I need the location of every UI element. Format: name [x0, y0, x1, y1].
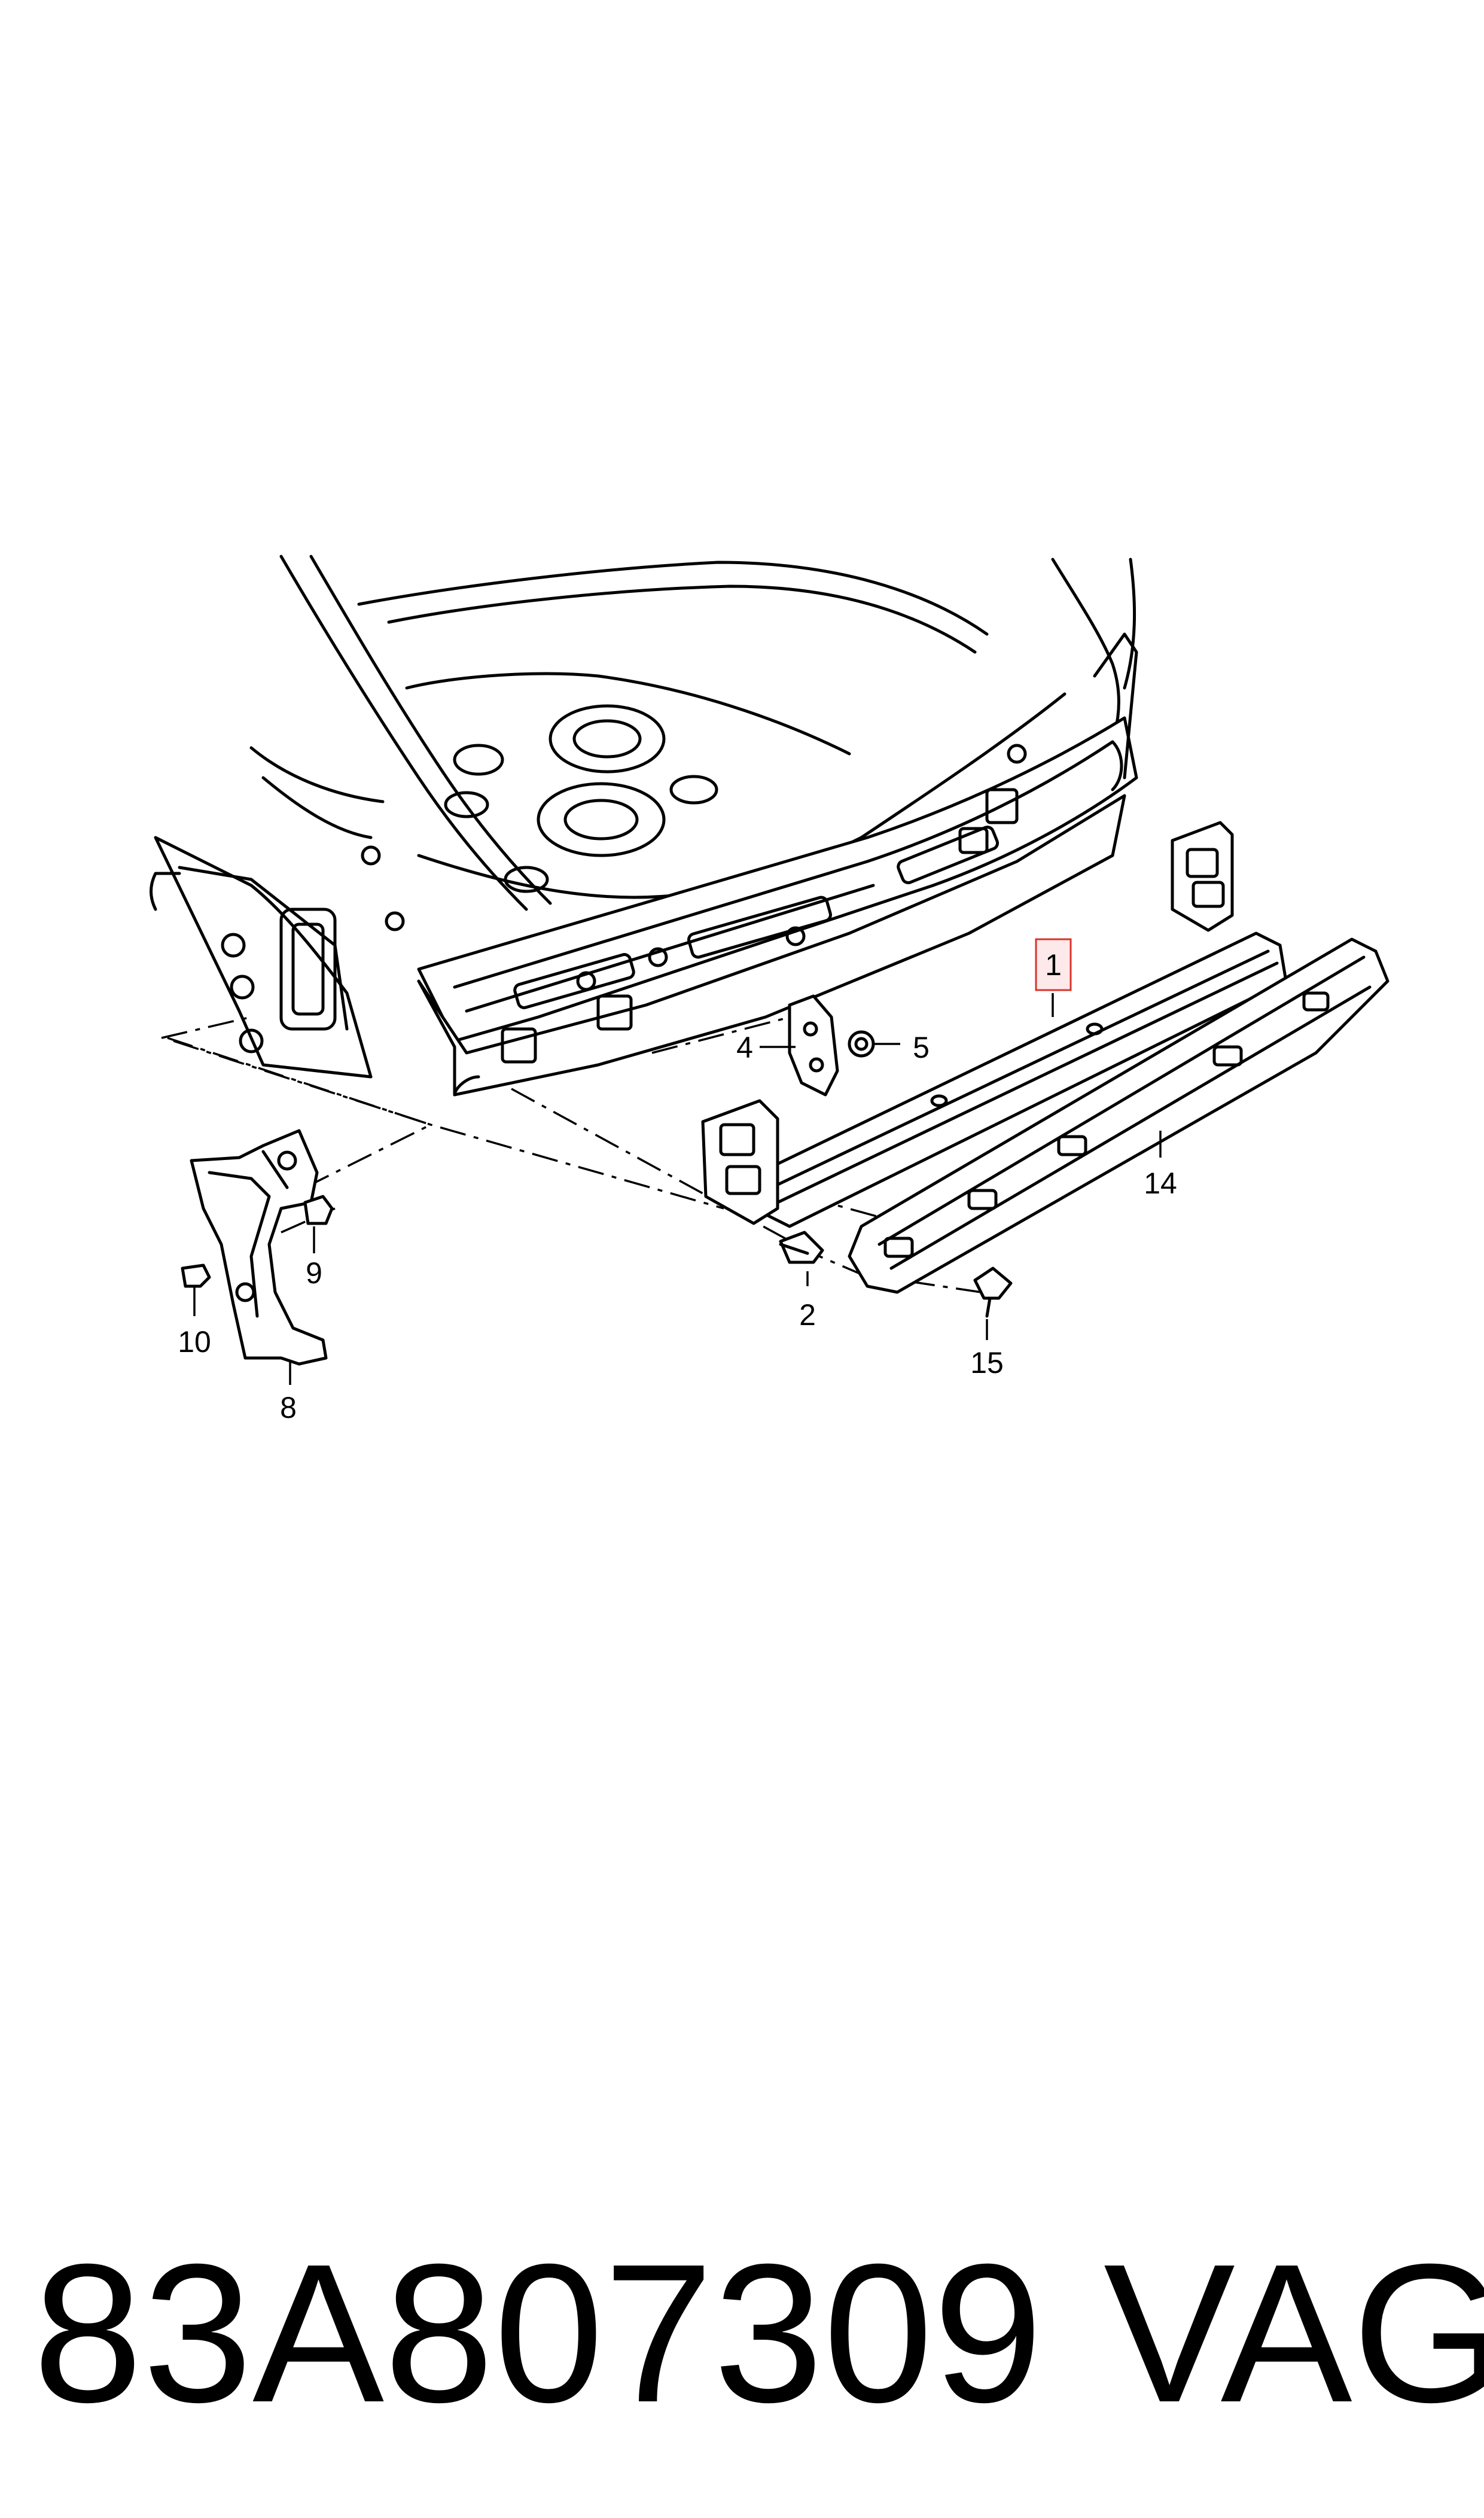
brand-name: VAG [1104, 2222, 1484, 2443]
callout-9[interactable]: 9 [306, 1256, 322, 1290]
callout-5[interactable]: 5 [913, 1031, 930, 1064]
bracket-part-4 [788, 994, 839, 1097]
callout-1-highlight [1035, 938, 1072, 991]
part-number: 83A807309 [33, 2222, 1043, 2443]
callout-2[interactable]: 2 [799, 1298, 816, 1332]
energy-absorber-part-14 [848, 937, 1389, 1294]
callout-labels: 1 2 4 5 8 9 10 14 15 [178, 938, 1177, 1424]
fastener-part-9 [303, 1195, 334, 1225]
callout-4[interactable]: 4 [736, 1031, 753, 1064]
callout-8[interactable]: 8 [280, 1391, 297, 1424]
callout-15[interactable]: 15 [970, 1346, 1004, 1380]
leader-lines [193, 993, 1162, 1385]
callout-1[interactable]: 1 [1045, 948, 1062, 982]
callout-14[interactable]: 14 [1144, 1167, 1177, 1200]
bolt-part-2 [779, 1231, 824, 1264]
footer: 83A807309 VAG [0, 2213, 1484, 2453]
fastener-part-10 [181, 1263, 211, 1288]
clip-part-15 [973, 1266, 1013, 1318]
side-bracket-part-8 [190, 1129, 328, 1366]
nut-part-5 [848, 1030, 875, 1058]
rear-body-floor-drawing [150, 555, 1138, 1097]
callout-10[interactable]: 10 [178, 1325, 211, 1359]
